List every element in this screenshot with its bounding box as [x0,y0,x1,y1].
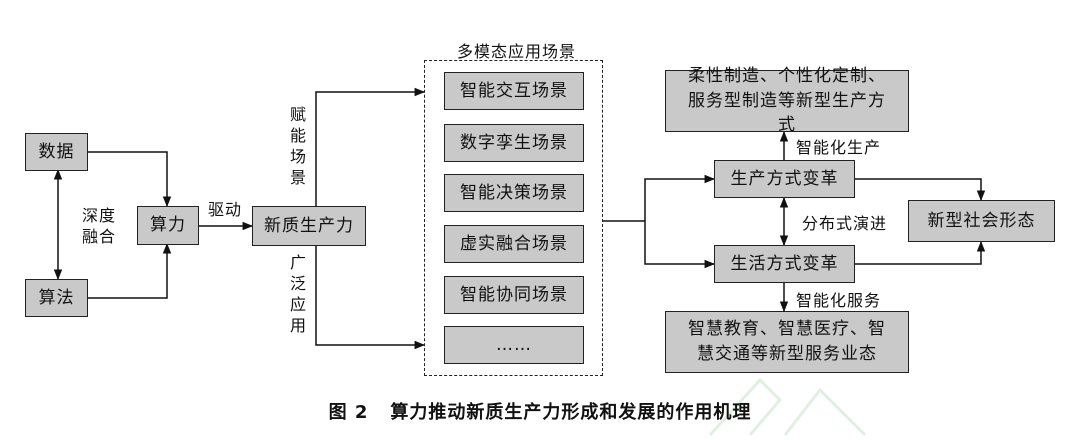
scenario-item: 智能交互场景 [444,72,584,110]
compute-box: 算力 [137,206,199,245]
figure-title: 算力推动新质生产力形成和发展的作用机理 [390,402,752,423]
scenario-item-more: …… [444,326,584,364]
life-change-box: 生活方式变革 [714,245,855,283]
arrow-life-to-society [855,240,986,265]
arrow-production-to-society [855,178,986,202]
scenario-item: 智能决策场景 [444,174,584,212]
production-change-box: 生产方式变革 [714,160,855,198]
drive-label: 驱动 [208,200,243,219]
production-result-box: 柔性制造、个性化定制、服务型制造等新型生产方式 [665,66,909,135]
data-box: 数据 [25,133,88,171]
algorithm-box: 算法 [25,279,88,317]
arrow-to-production [644,174,716,221]
scenario-item: 虚实融合场景 [444,225,584,263]
distributed-label: 分布式演进 [802,214,888,233]
arrow-empower [315,87,426,207]
watermark-graphic [708,377,867,437]
arrow-broad [315,246,426,350]
new-society-box: 新型社会形态 [908,200,1055,242]
smart-service-label: 智能化服务 [796,291,882,310]
scenarios-title: 多模态应用场景 [457,42,577,61]
service-result-box: 智慧教育、智慧医疗、智慧交通等新型服务业态 [665,311,909,373]
scenario-item: 智能协同场景 [444,276,584,314]
new-productivity-box: 新质生产力 [252,206,366,246]
scenarios-group [424,60,603,376]
deep-fusion-label: 深度融合 [81,206,116,246]
smart-production-label: 智能化生产 [796,138,882,157]
empower-scenario-label: 赋能场景 [289,105,306,187]
figure-number: 图 2 [328,402,369,423]
scenario-item: 数字孪生场景 [444,124,584,162]
arrow-data-to-compute [88,151,172,208]
arrow-to-life [644,221,716,269]
broad-application-label: 广泛应用 [289,253,306,335]
figure-caption: 图 2 算力推动新质生产力形成和发展的作用机理 [0,398,1080,424]
arrow-algorithm-to-compute [88,242,172,299]
